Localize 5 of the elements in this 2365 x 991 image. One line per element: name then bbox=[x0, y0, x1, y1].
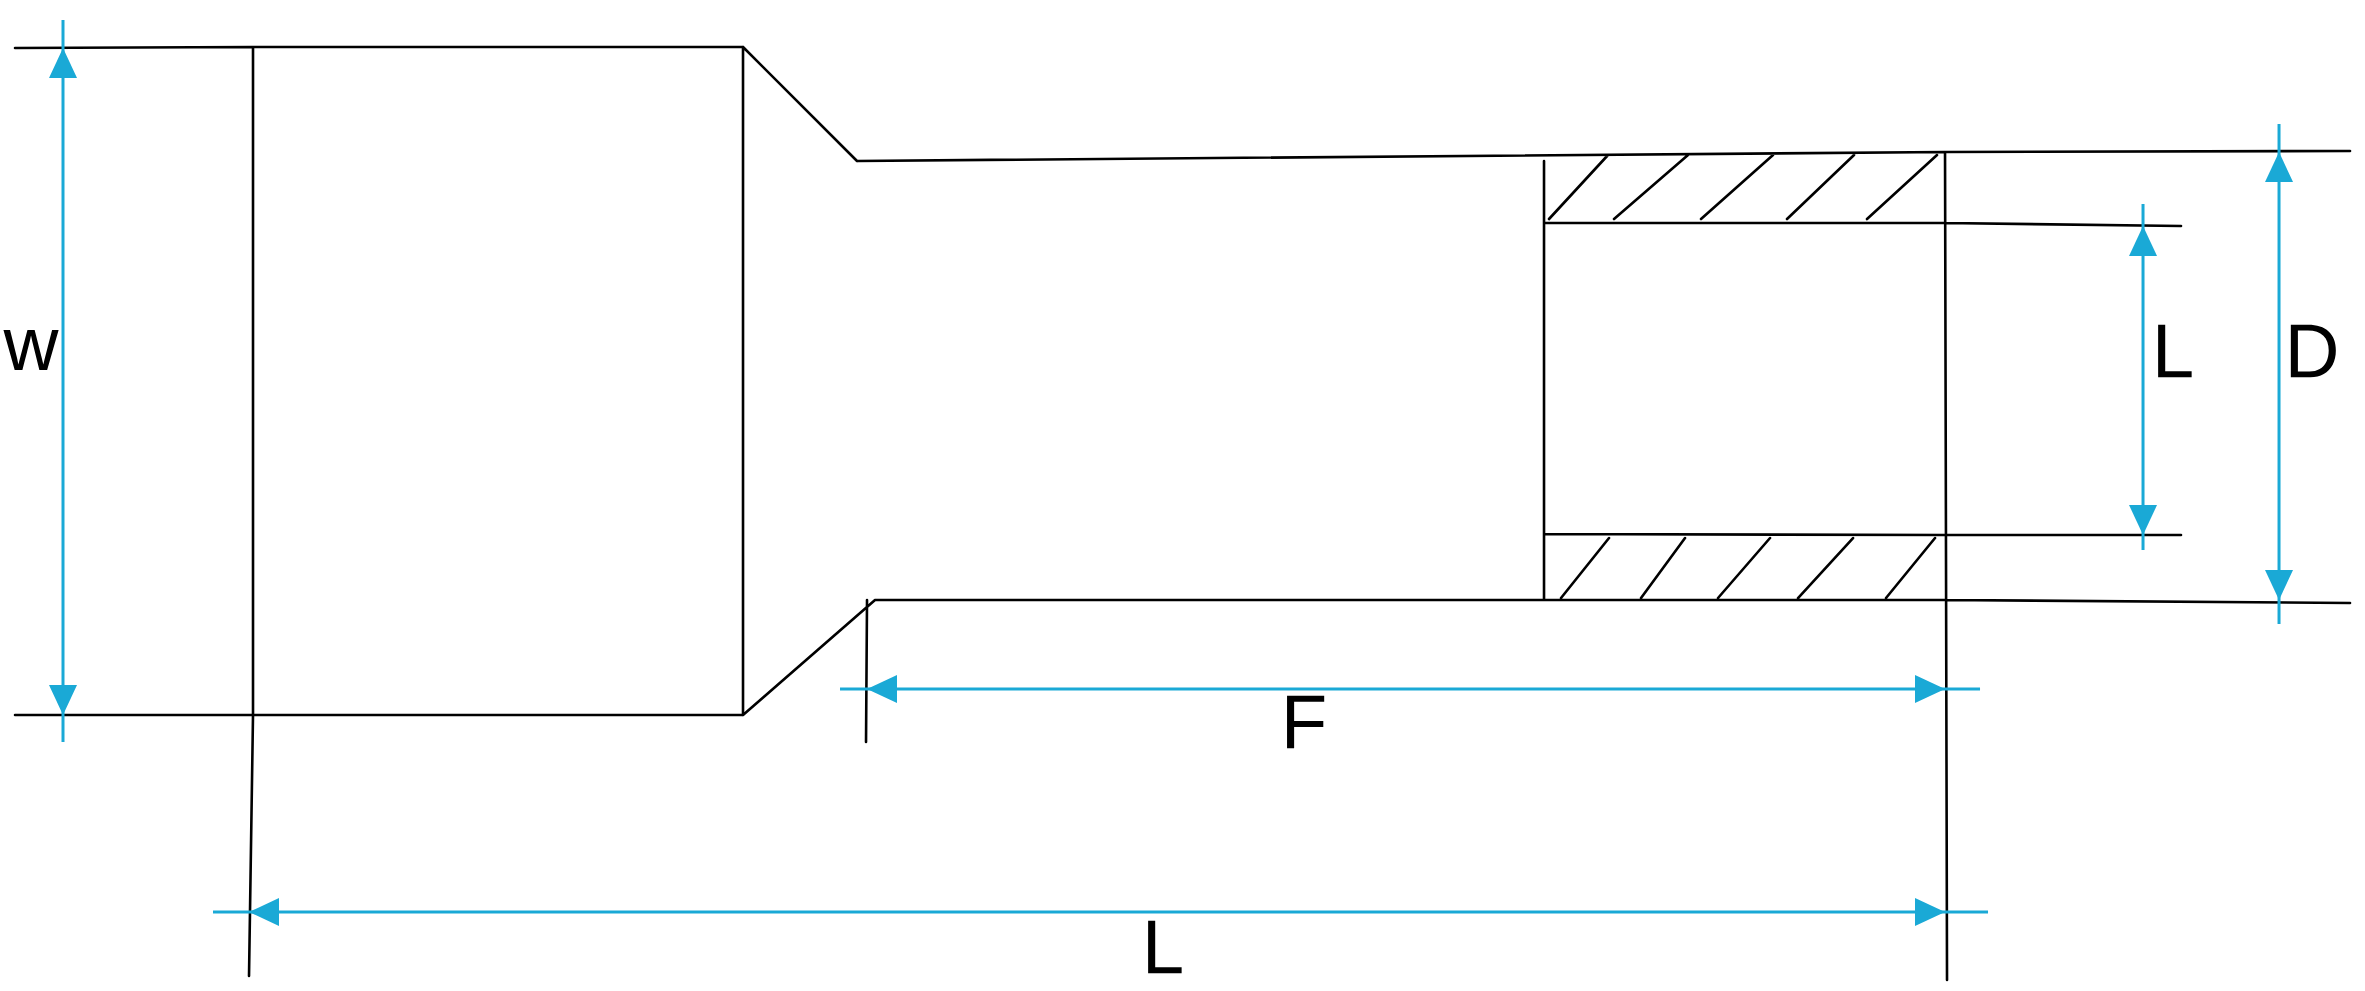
dimension-label: D bbox=[2290, 324, 2336, 378]
dimension-label: L bbox=[2158, 324, 2192, 378]
dimension-label: w bbox=[3, 329, 59, 371]
dimension-label: L bbox=[1148, 920, 1182, 974]
dimension-label: F bbox=[1287, 695, 1325, 749]
